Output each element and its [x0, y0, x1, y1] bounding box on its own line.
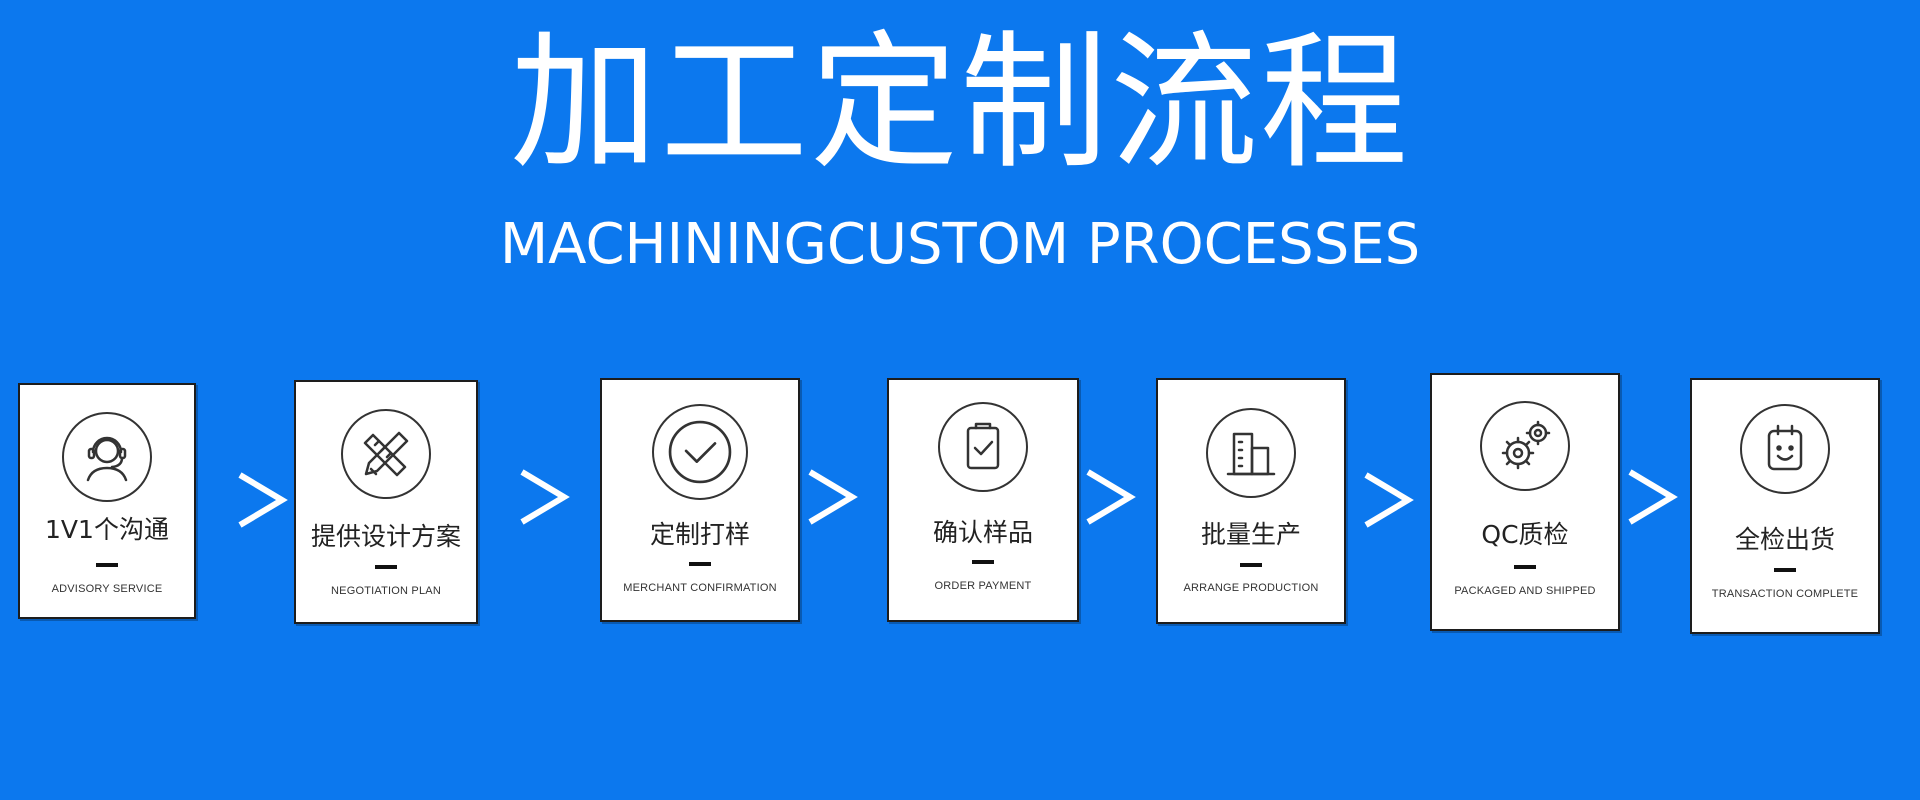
step-subtitle: TRANSACTION COMPLETE	[1711, 588, 1859, 600]
customer-service-headset-icon	[62, 412, 152, 502]
divider-dash	[972, 560, 994, 564]
step-subtitle: MERCHANT CONFIRMATION	[623, 582, 777, 594]
step-subtitle: PACKAGED AND SHIPPED	[1454, 585, 1596, 597]
step-arrow	[804, 462, 860, 532]
step-card-packaged-and-shipped: QC质检 PACKAGED AND SHIPPED	[1430, 373, 1620, 631]
step-arrow	[1624, 462, 1680, 532]
divider-dash	[375, 565, 397, 569]
divider-dash	[1240, 563, 1262, 567]
step-title: QC质检	[1481, 520, 1569, 549]
step-arrow	[1360, 465, 1416, 535]
step-subtitle: ARRANGE PRODUCTION	[1183, 582, 1319, 594]
page-subtitle: MACHININGCUSTOM PROCESSES	[499, 212, 1421, 277]
step-card-arrange-production: 批量生产 ARRANGE PRODUCTION	[1156, 378, 1346, 624]
clipboard-check-icon	[938, 402, 1028, 492]
step-card-order-payment: 确认样品 ORDER PAYMENT	[887, 378, 1079, 622]
step-card-merchant-confirmation: 定制打样 MERCHANT CONFIRMATION	[600, 378, 800, 622]
step-arrow	[516, 462, 572, 532]
step-subtitle: ADVISORY SERVICE	[51, 583, 163, 595]
factory-building-icon	[1206, 408, 1296, 498]
step-title: 确认样品	[932, 518, 1033, 547]
pencil-ruler-icon	[341, 409, 431, 499]
divider-dash	[1514, 565, 1536, 569]
divider-dash	[1774, 568, 1796, 572]
step-title: 批量生产	[1200, 520, 1301, 549]
step-arrow	[1082, 462, 1138, 532]
step-card-transaction-complete: 全检出货 TRANSACTION COMPLETE	[1690, 378, 1880, 634]
step-subtitle: ORDER PAYMENT	[934, 580, 1032, 592]
step-title: 全检出货	[1734, 525, 1835, 554]
check-circle-icon	[652, 404, 748, 500]
divider-dash	[96, 563, 118, 567]
step-card-negotiation-plan: 提供设计方案 NEGOTIATION PLAN	[294, 380, 478, 624]
step-title: 1V1个沟通	[45, 515, 169, 544]
step-arrow	[234, 465, 290, 535]
page-title: 加工定制流程	[510, 17, 1410, 189]
divider-dash	[689, 562, 711, 566]
step-card-advisory-service: 1V1个沟通 ADVISORY SERVICE	[18, 383, 196, 619]
step-title: 提供设计方案	[310, 522, 461, 551]
step-title: 定制打样	[649, 520, 750, 549]
step-subtitle: NEGOTIATION PLAN	[331, 585, 441, 597]
smiley-clipboard-icon	[1740, 404, 1830, 494]
gears-icon	[1480, 401, 1570, 491]
